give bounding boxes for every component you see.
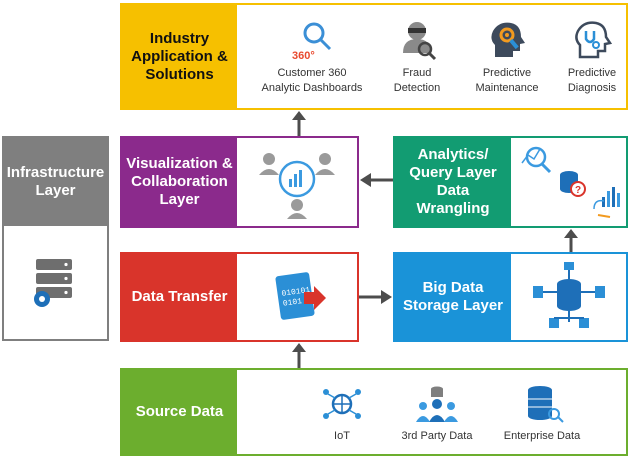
database-network-icon (532, 262, 605, 328)
collaboration-network-icon (259, 153, 335, 219)
analytics-layer: Analytics/ Query Layer Data Wrangling ? (393, 136, 628, 228)
storage-layer: Big Data Storage Layer (393, 252, 628, 342)
industry-item: Predictive Maintenance (462, 19, 552, 96)
question-mark-icon: ? (575, 185, 581, 196)
source-item: 3rd Party Data (387, 384, 487, 444)
industry-layer: Industry Application & Solutions 360° Cu… (120, 3, 628, 110)
arrow-transfer-to-storage (359, 290, 392, 304)
source-item: Enterprise Data (492, 384, 592, 444)
binary-text-top: 010101 (281, 286, 311, 299)
analytics-query-icon: ? (520, 146, 620, 218)
storage-layer-title: Big Data Storage Layer (395, 254, 511, 340)
visualization-layer-title: Visualization & Collaboration Layer (122, 138, 237, 226)
analytics-layer-title: Analytics/ Query Layer Data Wrangling (395, 138, 511, 226)
server-gear-icon (33, 258, 72, 307)
source-item-label: Enterprise Data (503, 430, 581, 442)
arrow-storage-to-analytics (564, 229, 578, 252)
industry-item-label: Predictive Diagnosis (567, 67, 617, 94)
arrow-visualization-to-industry (292, 111, 306, 136)
enterprise-database-icon (528, 386, 564, 423)
source-item: IoT (307, 384, 377, 444)
infrastructure-layer-title: Infrastructure Layer (4, 138, 107, 226)
industry-layer-title: Industry Application & Solutions (122, 5, 237, 108)
industry-item-label: Customer 360 Analytic Dashboards (261, 67, 363, 94)
data-transfer-icon: 010101 0101 (275, 272, 326, 320)
transfer-layer: Data Transfer 010101 0101 (120, 252, 359, 342)
industry-item-label: Predictive Maintenance (475, 67, 539, 94)
source-layer-title: Source Data (122, 370, 237, 454)
industry-item: Predictive Diagnosis (547, 19, 634, 96)
arrow-source-to-transfer (292, 343, 306, 368)
predictive-maintenance-icon (491, 22, 525, 57)
predictive-diagnosis-icon (575, 21, 613, 59)
binary-text-bottom: 0101 (282, 297, 302, 309)
transfer-layer-title: Data Transfer (122, 254, 237, 340)
source-item-label: 3rd Party Data (401, 430, 473, 442)
customer-360-icon: 360° (292, 22, 332, 62)
fraud-detection-icon (403, 22, 437, 61)
industry-item-label: Fraud Detection (393, 67, 441, 94)
source-item-label: IoT (334, 430, 350, 442)
third-party-data-icon (416, 386, 458, 422)
industry-item: 360° Customer 360 Analytic Dashboards (257, 19, 367, 96)
industry-item: Fraud Detection (372, 19, 462, 96)
arrow-analytics-to-visualization (360, 173, 393, 187)
infrastructure-layer: Infrastructure Layer (2, 136, 109, 341)
source-layer: Source Data IoT 3rd Party Data (120, 368, 628, 456)
customer-360-badge: 360° (292, 50, 315, 61)
iot-network-icon (323, 389, 361, 419)
visualization-layer: Visualization & Collaboration Layer (120, 136, 359, 228)
